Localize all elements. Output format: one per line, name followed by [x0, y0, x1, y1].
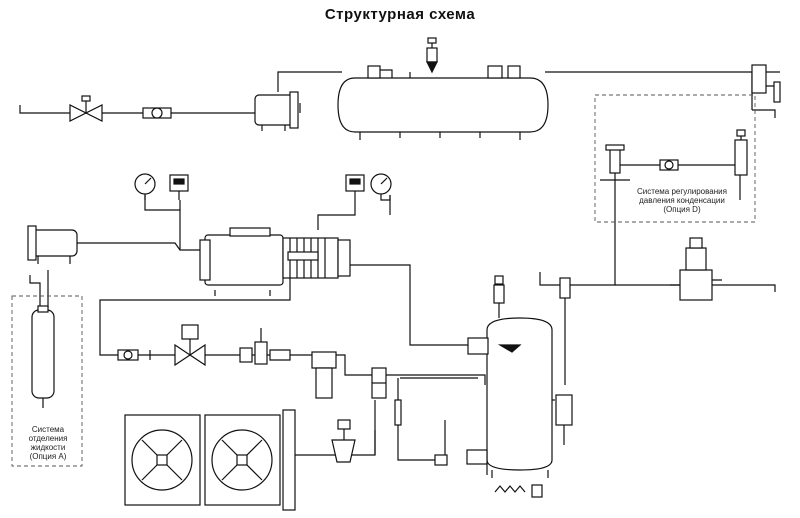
inlet-pipe: [19, 105, 255, 114]
option-d-line-3: (Опция D): [663, 205, 701, 214]
pressure-switch-left-icon: [169, 174, 189, 200]
inlet-strainer-icon: [69, 95, 103, 122]
sight-glass-icon: [142, 107, 172, 119]
receiver-bottom-valve-icon: [434, 449, 488, 466]
condenser-regulator-icon: [331, 419, 356, 463]
option-a-frame: [11, 295, 83, 467]
compressor-icon: [199, 227, 351, 296]
discharge-pipe: [340, 264, 490, 346]
option-a-line-3: жидкости: [30, 443, 66, 452]
condenser-icon: [124, 409, 296, 511]
option-a-line-1: Система: [31, 425, 65, 434]
right-top-valve-icon: [751, 64, 781, 103]
option-d-components: [600, 129, 748, 181]
safety-valve-top-icon: [426, 37, 438, 74]
expansion-valve-right-icon: [670, 237, 722, 301]
pipe-to-receiver: [277, 71, 342, 92]
receiver-valve-right-lower-icon: [555, 394, 573, 445]
option-a-line-2: отделения: [28, 434, 68, 443]
diagram-title: Структурная схема: [324, 6, 476, 23]
check-valve-icon: [371, 367, 387, 399]
option-d-line-1: Система регулирования: [637, 187, 727, 196]
option-d-line-2: давления конденсации: [639, 196, 725, 205]
option-a-label: Система отделения жидкости (Опция А): [12, 425, 84, 461]
option-a-separator-icon: [31, 305, 55, 408]
option-a-line-4: (Опция А): [29, 452, 67, 461]
heater-icon: [494, 484, 543, 498]
receiver-valve-right-icon: [487, 65, 521, 79]
pressure-switch-right-icon: [345, 174, 365, 200]
oil-separator-top-icon: [254, 91, 299, 131]
gauge-right-icon: [370, 173, 392, 201]
suction-pipe: [75, 242, 205, 251]
option-d-label: Система регулирования давления конденсац…: [612, 187, 752, 214]
option-d-frame: [594, 94, 756, 223]
receiver-valve-top-right-icon: [559, 277, 571, 299]
filter-drier-icon: [311, 351, 337, 399]
pressure-sensor-icon: [394, 399, 402, 426]
safety-valve-receiver-icon: [493, 275, 505, 318]
pipe-from-receiver: [545, 71, 753, 80]
receiver-sightglass-icon: [467, 337, 489, 355]
horizontal-receiver-icon: [337, 72, 549, 140]
receiver-valve-left-icon: [367, 65, 393, 79]
option-frames: [11, 94, 756, 467]
gauge-left-icon: [134, 173, 156, 200]
liquid-line-components: [117, 324, 291, 367]
vertical-receiver-icon: [486, 317, 553, 478]
suction-separator-icon: [27, 225, 78, 264]
